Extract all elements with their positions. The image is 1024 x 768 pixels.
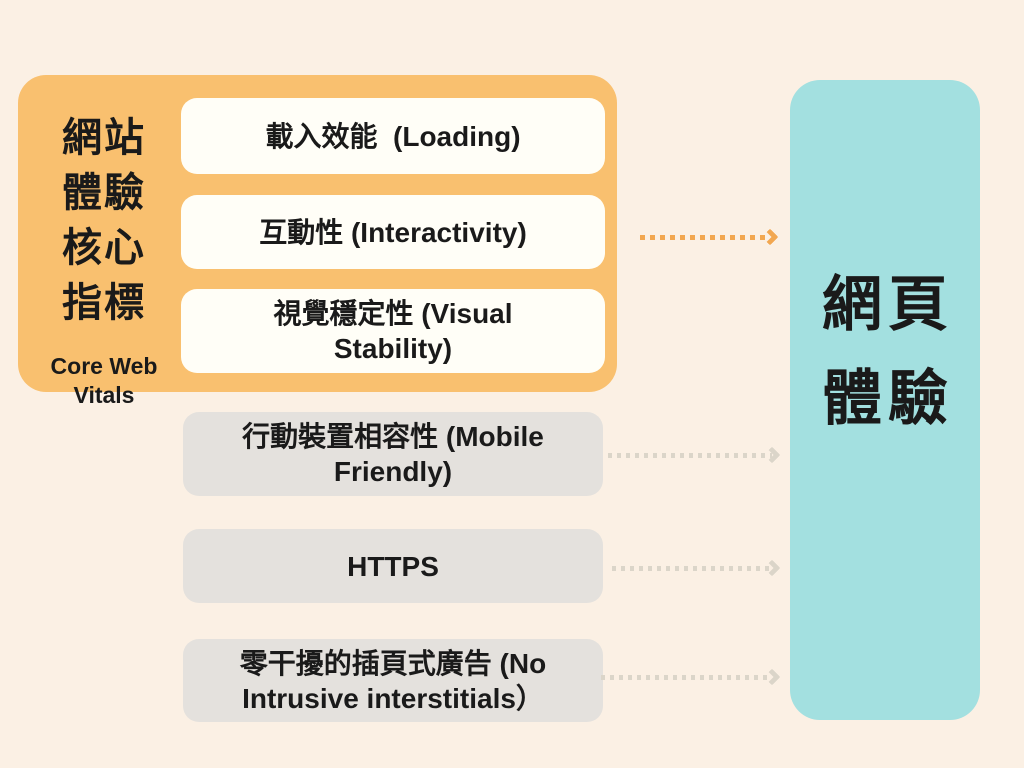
dotted-arrow-icon-mobile-friendly xyxy=(608,445,781,465)
metric-card-loading: 載入效能 (Loading) xyxy=(181,98,605,174)
signal-box-mobile-friendly: 行動裝置相容性 (Mobile Friendly) xyxy=(183,412,603,496)
arrow-dots xyxy=(601,674,772,680)
core-web-vitals-group: 網站 體驗 核心 指標 Core Web Vitals 載入效能 (Loadin… xyxy=(18,75,617,408)
signal-box-https-label: HTTPS xyxy=(347,550,439,582)
arrow-dots xyxy=(612,565,772,571)
core-web-vitals-title-zh: 網站 體驗 核心 指標 xyxy=(62,116,146,325)
metric-card-loading-label: 載入效能 (Loading) xyxy=(265,120,521,152)
core-web-vitals-title-en: Core Web Vitals xyxy=(50,353,158,408)
page-experience-panel: 網頁 體驗 xyxy=(790,80,980,720)
arrow-head-icon xyxy=(763,668,781,686)
signal-box-no-intrusive-interstitials-label: 零干擾的插頁式廣告 (No Intrusive interstitials） xyxy=(239,647,547,714)
metric-card-visual-stability: 視覺穩定性 (Visual Stability) xyxy=(181,289,605,373)
signal-box-mobile-friendly-label: 行動裝置相容性 (Mobile Friendly) xyxy=(242,421,544,487)
dotted-arrow-icon-no-intrusive-interstitials xyxy=(601,667,781,687)
dotted-arrow-icon-https xyxy=(612,558,781,578)
signal-box-no-intrusive-interstitials: 零干擾的插頁式廣告 (No Intrusive interstitials） xyxy=(183,639,603,722)
signal-box-https: HTTPS xyxy=(183,529,603,603)
arrow-dots xyxy=(608,452,772,458)
page-experience-title: 網頁 體驗 xyxy=(822,271,954,432)
dotted-arrow-icon-core-web-vitals xyxy=(640,227,779,247)
core-web-vitals-title: 網站 體驗 核心 指標 Core Web Vitals xyxy=(28,93,180,428)
arrow-head-icon xyxy=(763,559,781,577)
arrow-head-icon xyxy=(763,446,781,464)
metric-card-visual-stability-label: 視覺穩定性 (Visual Stability) xyxy=(273,298,513,364)
metric-card-interactivity: 互動性 (Interactivity) xyxy=(181,195,605,269)
metric-card-interactivity-label: 互動性 (Interactivity) xyxy=(259,216,527,248)
arrow-dots xyxy=(640,234,770,240)
arrow-head-icon xyxy=(761,228,779,246)
